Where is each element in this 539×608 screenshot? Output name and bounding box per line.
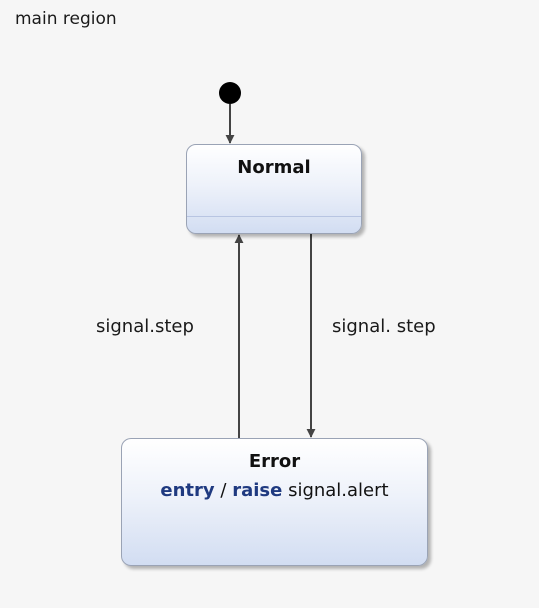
entry-keyword: entry: [160, 480, 215, 501]
state-normal[interactable]: Normal: [186, 144, 362, 234]
state-normal-name: Normal: [237, 157, 311, 178]
behavior-separator: /: [220, 480, 227, 501]
raise-keyword: raise: [232, 480, 283, 501]
state-error-name: Error: [248, 451, 301, 472]
raise-event: signal.alert: [288, 480, 389, 501]
initial-pseudostate[interactable]: [219, 82, 241, 104]
state-error-behavior: entry / raise signal.alert: [122, 480, 427, 501]
region-label: main region: [15, 9, 117, 29]
state-error[interactable]: Error entry / raise signal.alert: [121, 438, 428, 566]
state-normal-behavior-compartment: [187, 216, 361, 217]
transition-label-error-to-normal: signal.step: [96, 316, 194, 337]
transition-label-normal-to-error: signal. step: [332, 316, 436, 337]
